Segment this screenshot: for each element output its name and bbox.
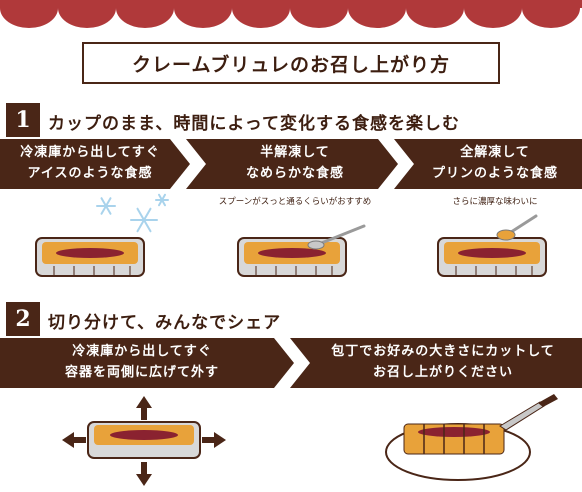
step-2-2-line1: 包丁でお好みの大きさにカットして: [331, 344, 555, 360]
knife-icon: [499, 394, 558, 431]
step-1-3-line2: プリンのような食感: [431, 166, 558, 181]
section-1-band-background: [0, 139, 582, 189]
step-1-2-label: 半解凍して なめらかな食感: [200, 139, 390, 189]
arrow-left-icon: [62, 432, 86, 448]
step-1-3-label: 全解凍して プリンのような食感: [408, 139, 582, 189]
arrow-up-icon: [136, 396, 152, 420]
step-2-1-label: 冷凍庫から出してすぐ 容器を両側に広げて外す: [0, 338, 284, 388]
step-1-2-note: スプーンがスっと通るくらいがおすすめ: [218, 197, 372, 207]
arrow-down-icon: [136, 462, 152, 486]
snowflake-icons: [96, 193, 169, 233]
step-2-1-line2: 容器を両側に広げて外す: [64, 365, 219, 380]
section-2-band-background: [0, 338, 582, 388]
step-2-2-label: 包丁でお好みの大きさにカットして お召し上がりください: [304, 338, 582, 388]
step-1-3-line1: 全解凍して: [460, 145, 530, 161]
step-1-1-line1: 冷凍庫から出してすぐ: [20, 145, 160, 161]
step-1-2-line2: なめらかな食感: [245, 166, 344, 181]
dish-with-expand-arrows: [62, 396, 226, 486]
step-2-1-line1: 冷凍庫から出してすぐ: [72, 344, 212, 360]
page-title: クレームブリュレのお召し上がり方: [82, 42, 500, 84]
section-1-number: 1: [6, 103, 40, 137]
dish-half-thawed: [237, 224, 366, 277]
step-2-2-line2: お召し上がりください: [372, 365, 513, 380]
step-1-3-note: さらに濃厚な味わいに: [452, 197, 538, 207]
dish-thawed: [437, 214, 547, 277]
scalloped-border: [0, 0, 582, 28]
section-1-heading: カップのまま、時間によって変化する食感を楽しむ: [48, 114, 460, 134]
step-1-1-label: 冷凍庫から出してすぐ アイスのような食感: [0, 139, 180, 189]
section-2-number: 2: [6, 302, 40, 336]
arrow-right-icon: [202, 432, 226, 448]
section-2-heading: 切り分けて、みんなでシェア: [48, 313, 282, 333]
sliced-dessert-on-plate: [385, 394, 558, 481]
dish-frozen: [35, 237, 145, 277]
step-1-2-line1: 半解凍して: [260, 145, 330, 161]
step-1-1-line2: アイスのような食感: [27, 166, 153, 181]
